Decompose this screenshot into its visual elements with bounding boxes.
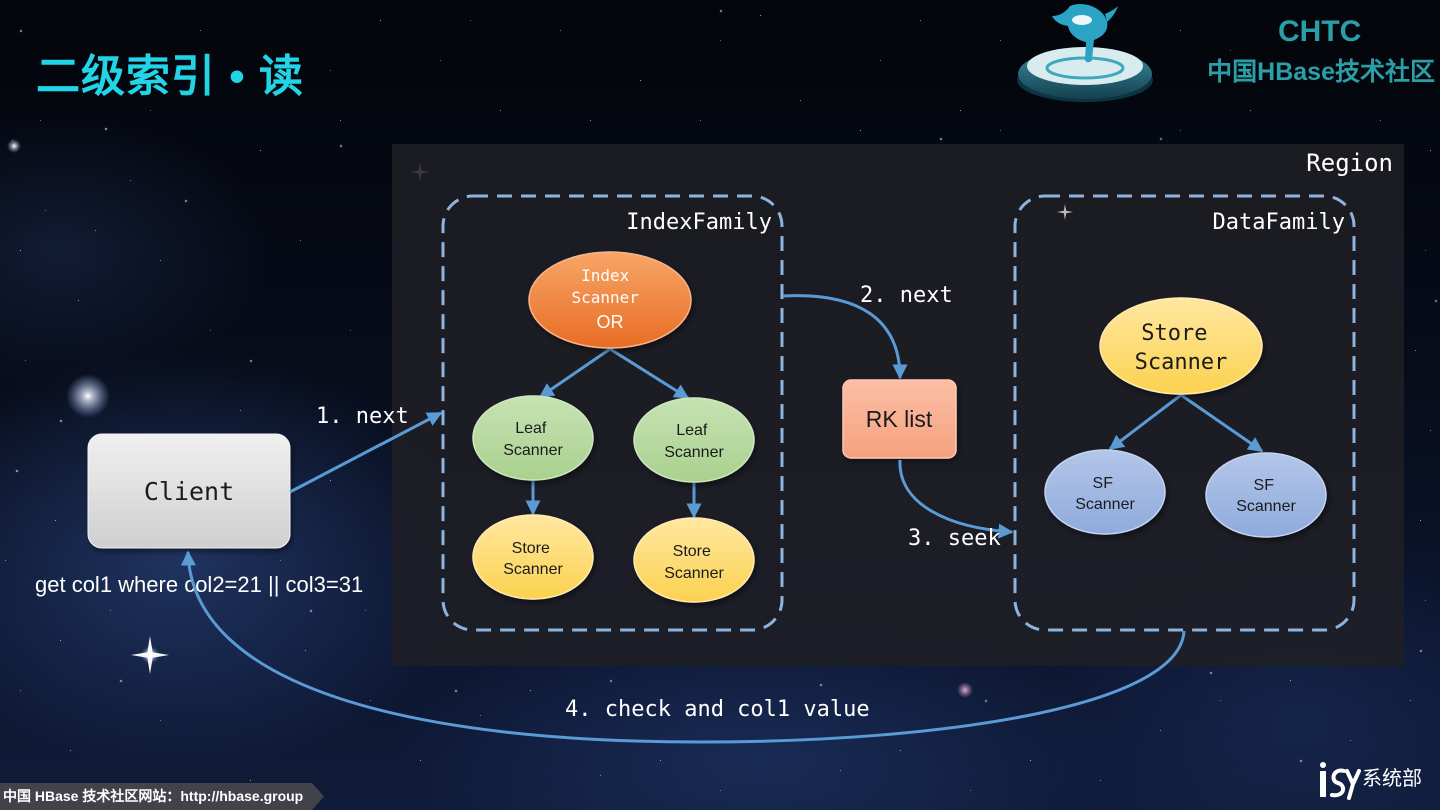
edge-4-arrow (180, 550, 1186, 744)
index-family-box (441, 194, 784, 632)
edge-2-next: 2. next (782, 283, 953, 380)
faint-star (957, 682, 973, 698)
leaf-scanner-label-line: Scanner (664, 444, 724, 461)
index-scanner-to-leaf-scanner-1-arrow (538, 347, 611, 399)
corner-logo-text: 系统部 (1362, 768, 1422, 790)
edge-1-label: 1. next (316, 404, 409, 429)
edge-2-arrow (782, 294, 908, 380)
leaf-scanner-node: Leaf Scanner (472, 395, 594, 481)
store-scanner-label-line: Scanner (664, 565, 724, 582)
whale-on-disc-icon (1017, 3, 1153, 102)
index-scanner-shape (528, 251, 692, 349)
store-scanner-node: Store Scanner (1099, 297, 1263, 395)
edge-4-label: 4. check and col1 value (565, 697, 870, 722)
edge-4-check: 4. check and col1 value (180, 550, 1186, 744)
store-scanner-to-sf-scanner-1-arrow (1108, 393, 1182, 451)
slide-title: 二级索引 • 读 (36, 52, 304, 101)
store-scanner-shape (1099, 297, 1263, 395)
index-scanner-label-line: OR (597, 312, 624, 332)
bright-star (7, 139, 21, 153)
svg-text:Store Scanner: Store Scanner (1135, 321, 1228, 375)
sf-scanner-node: SF Scanner (1205, 452, 1327, 538)
leaf-scanner-node: Leaf Scanner (633, 397, 755, 483)
logo-name: CHTC (1278, 15, 1362, 48)
store-scanner-node: Store Scanner (472, 514, 594, 600)
footer-text: 中国 HBase 技术社区网站：http://hbase.group (3, 788, 304, 804)
client-query: get col1 where col2=21 || col3=31 (35, 572, 363, 597)
sparkle-star (131, 636, 169, 674)
store-scanner-label-line: Store (1141, 321, 1207, 346)
sf-scanner-shape (1205, 452, 1327, 538)
sf-scanner-shape (1044, 449, 1166, 535)
store-scanner-label-line: Store (673, 543, 711, 560)
isys-logo-icon (1320, 762, 1361, 800)
store-scanner-to-sf-scanner-2-arrow (1180, 393, 1264, 453)
edge-1-next: 1. next (289, 404, 443, 494)
data-family: DataFamily Store Scanner SF Scanner (1013, 194, 1356, 632)
sf-scanner-label-line: Scanner (1075, 496, 1135, 513)
sf-scanner-node: SF Scanner (1044, 449, 1166, 535)
edge-3-label: 3. seek (908, 526, 1001, 551)
client-node: Client (87, 433, 291, 549)
sf-scanner-label-line: SF (1093, 475, 1114, 492)
leaf-scanner-label-line: Leaf (676, 422, 708, 439)
svg-text:Index Scanner: Index Scanner OR (571, 266, 648, 332)
leaf-scanner-label-line: Scanner (503, 442, 563, 459)
svg-text:SF Scanner: SF Scanner (1236, 477, 1296, 515)
index-scanner-label-line: Index (581, 266, 630, 285)
store-scanner-shape (472, 514, 594, 600)
store-scanner-node: Store Scanner (633, 517, 755, 603)
index-scanner-node: Index Scanner OR (528, 251, 692, 349)
store-scanner-label-line: Store (512, 540, 550, 557)
sf-scanner-label-line: SF (1254, 477, 1275, 494)
region-label: Region (1306, 149, 1393, 177)
store-scanner-label-line: Scanner (1135, 350, 1228, 375)
rk-list-box (842, 379, 957, 459)
edge-3-arrow (898, 459, 1014, 539)
leaf-scanner-shape (472, 395, 594, 481)
svg-text:Store Scanner: Store Scanner (503, 540, 563, 578)
rk-list-node: RK list (842, 379, 957, 459)
bright-star (66, 374, 110, 418)
index-scanner-label-line: Scanner (571, 288, 639, 307)
data-family-box (1013, 194, 1356, 632)
logo-subtitle: 中国HBase技术社区 (1207, 58, 1435, 86)
svg-text:SF Scanner: SF Scanner (1075, 475, 1135, 513)
footer-banner: 中国 HBase 技术社区网站：http://hbase.group (0, 783, 324, 810)
client-label: Client (144, 477, 234, 506)
svg-text:Leaf Scanner: Leaf Scanner (664, 422, 724, 461)
index-scanner-to-leaf-scanner-2-arrow (609, 347, 690, 400)
index-family-label: IndexFamily (626, 210, 772, 235)
store-scanner-shape (633, 517, 755, 603)
index-family: IndexFamily Index Scanner OR Leaf Scanne… (441, 194, 784, 632)
svg-text:Leaf Scanner: Leaf Scanner (503, 420, 563, 459)
store-scanner-label-line: Scanner (503, 561, 563, 578)
sf-scanner-label-line: Scanner (1236, 498, 1296, 515)
rk-list-label: RK list (866, 406, 933, 432)
edge-1-arrow (289, 411, 443, 494)
leaf-scanner-label-line: Leaf (515, 420, 547, 437)
edge-3-seek: 3. seek (898, 459, 1014, 551)
edge-2-label: 2. next (860, 283, 953, 308)
sparkle-star (1057, 204, 1073, 220)
svg-text:Store Scanner: Store Scanner (664, 543, 724, 582)
data-family-label: DataFamily (1213, 210, 1345, 235)
leaf-scanner-shape (633, 397, 755, 483)
